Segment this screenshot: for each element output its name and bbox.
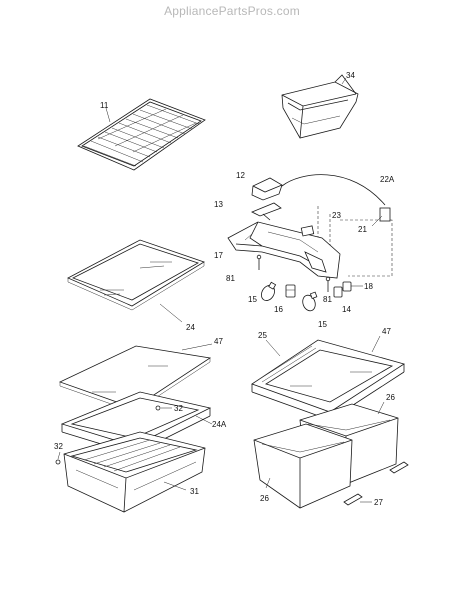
label-part-14: 14 [342, 305, 351, 314]
label-part-18: 18 [364, 282, 373, 291]
label-part-21: 21 [358, 225, 367, 234]
label-part-12: 12 [236, 171, 245, 180]
label-part-13: 13 [214, 200, 223, 209]
label-part-32-upper: 32 [174, 404, 183, 413]
label-part-27: 27 [374, 498, 383, 507]
label-part-15-right: 15 [318, 320, 327, 329]
label-part-47-left: 47 [214, 337, 223, 346]
label-part-15-left: 15 [248, 295, 257, 304]
label-part-81-right: 81 [323, 295, 332, 304]
label-part-34: 34 [346, 71, 355, 80]
label-part-17: 17 [214, 251, 223, 260]
large-crisper-pan [55, 431, 206, 513]
top-drawer-bin [281, 74, 359, 139]
label-part-23: 23 [332, 211, 341, 220]
label-part-81-left: 81 [226, 274, 235, 283]
label-part-26-upper: 26 [386, 393, 395, 402]
label-part-25: 25 [258, 331, 267, 340]
bulbs-and-sockets [261, 281, 363, 312]
label-part-24: 24 [186, 323, 195, 332]
label-part-11: 11 [100, 101, 109, 110]
lamp-housing-assembly [227, 174, 393, 292]
label-part-26-lower: 26 [260, 494, 269, 503]
label-part-47-right: 47 [382, 327, 391, 336]
wire-shelf [77, 98, 206, 171]
label-part-32-lower: 32 [54, 442, 63, 451]
crisper-drawers-right [253, 401, 409, 509]
glass-shelf-left [67, 239, 205, 323]
label-part-24a: 24A [212, 420, 227, 429]
label-part-31: 31 [190, 487, 199, 496]
crisper-cover-right [251, 335, 405, 421]
label-part-16: 16 [274, 305, 283, 314]
label-part-22a: 22A [380, 175, 395, 184]
watermark-text: AppliancePartsPros.com [164, 4, 300, 18]
